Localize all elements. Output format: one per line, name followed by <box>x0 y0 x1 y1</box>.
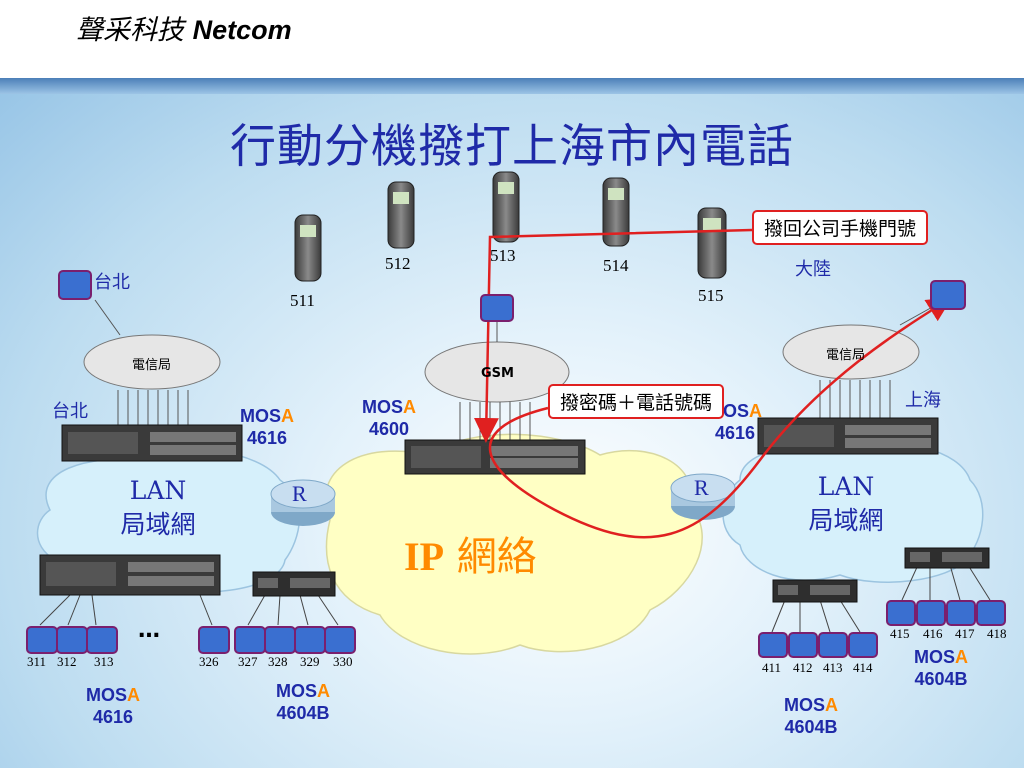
phone-icon-taipei <box>58 270 92 300</box>
cables-right <box>771 564 991 633</box>
phone-icon-313 <box>86 626 118 654</box>
phone-icon-412 <box>788 632 818 658</box>
phone-icon-330 <box>324 626 356 654</box>
ellipsis: … <box>138 618 160 643</box>
brand-cn: 聲采科技 <box>76 15 184 46</box>
mobile-label-513: 513 <box>490 246 516 265</box>
brand-en: Netcom <box>192 15 292 45</box>
mobile-label-515: 515 <box>698 286 724 305</box>
router-right <box>670 473 736 520</box>
phone-icon-417 <box>946 600 976 626</box>
mos-device-left-bottom-1 <box>39 554 221 596</box>
gsm-label: GSM <box>481 366 514 381</box>
telecom-label-left: 電信局 <box>132 358 172 373</box>
phone-icon-326 <box>198 626 230 654</box>
mobile-label-512: 512 <box>385 254 411 273</box>
phone-icon-shanghai <box>930 280 966 310</box>
telecom-label-right: 電信局 <box>826 348 866 363</box>
slide-title: 行動分機撥打上海市內電話 <box>230 119 794 173</box>
phone-icon-328 <box>264 626 296 654</box>
ext-label-313: 313 <box>94 654 114 669</box>
ext-label-414: 414 <box>853 660 873 675</box>
region-shanghai: 上海 <box>905 390 941 411</box>
trunk-lines-right <box>819 380 891 420</box>
arrow-dial-back <box>473 228 753 443</box>
telecom-ellipse-right <box>782 324 920 380</box>
ext-label-312: 312 <box>57 654 77 669</box>
telecom-ellipse-left <box>83 334 221 390</box>
phone-icon-329 <box>294 626 326 654</box>
phone-icon-411 <box>758 632 788 658</box>
cables-left <box>39 594 339 626</box>
ext-label-327: 327 <box>238 654 258 669</box>
ext-label-329: 329 <box>300 654 320 669</box>
mobile-phone-icon-512 <box>387 181 415 249</box>
mobile-label-514: 514 <box>603 256 629 275</box>
mos-device-right-bottom-1 <box>772 579 858 603</box>
router-label-right: R <box>694 475 709 500</box>
mobile-label-511: 511 <box>290 291 315 310</box>
mobile-phone-icon-515 <box>697 207 727 279</box>
mos-device-left-top <box>61 424 243 462</box>
router-left <box>270 479 336 526</box>
phone-icon-327 <box>234 626 266 654</box>
header-band <box>0 78 1024 94</box>
ext-label-411: 411 <box>762 660 782 675</box>
mobile-phone-icon-511 <box>294 214 322 282</box>
phone-icon-gsm <box>480 294 514 322</box>
region-taipei-top: 台北 <box>94 272 130 293</box>
trunk-lines-left <box>117 390 189 425</box>
callout-dial-back: 撥回公司手機門號 <box>752 210 929 245</box>
phone-icon-311 <box>26 626 58 654</box>
ext-label-415: 415 <box>890 626 910 641</box>
mos-device-right-top <box>757 417 939 455</box>
region-taipei-lan: 台北 <box>52 401 88 422</box>
phone-icon-415 <box>886 600 916 626</box>
ip-network-label: IP 網絡 <box>404 534 537 580</box>
region-mainland: 大陸 <box>795 259 831 280</box>
mos-device-right-bottom-2 <box>904 547 990 569</box>
ext-label-328: 328 <box>268 654 288 669</box>
ext-label-330: 330 <box>333 654 353 669</box>
arrow-dial-code <box>488 297 953 539</box>
ext-label-412: 412 <box>793 660 813 675</box>
phone-icon-416 <box>916 600 946 626</box>
mobile-phone-icon-514 <box>602 177 630 247</box>
phone-icon-312 <box>56 626 88 654</box>
router-label-left: R <box>292 481 307 506</box>
slide-header: 聲采科技 Netcom <box>0 0 1024 78</box>
ext-label-326: 326 <box>199 654 219 669</box>
ext-label-417: 417 <box>955 626 975 641</box>
mos-device-center <box>404 439 586 475</box>
mobile-phone-icon-513 <box>492 171 520 243</box>
phone-icon-414 <box>848 632 878 658</box>
ext-label-416: 416 <box>923 626 943 641</box>
callout-dial-code: 撥密碼＋電話號碼 <box>548 384 725 419</box>
line-taipei-phone <box>94 299 121 336</box>
ext-label-413: 413 <box>823 660 843 675</box>
mos-device-left-bottom-2 <box>252 571 336 597</box>
brand: 聲采科技 Netcom <box>76 8 292 47</box>
ext-label-418: 418 <box>987 626 1007 641</box>
phone-icon-418 <box>976 600 1006 626</box>
phone-icon-413 <box>818 632 848 658</box>
ext-label-311: 311 <box>27 654 47 669</box>
